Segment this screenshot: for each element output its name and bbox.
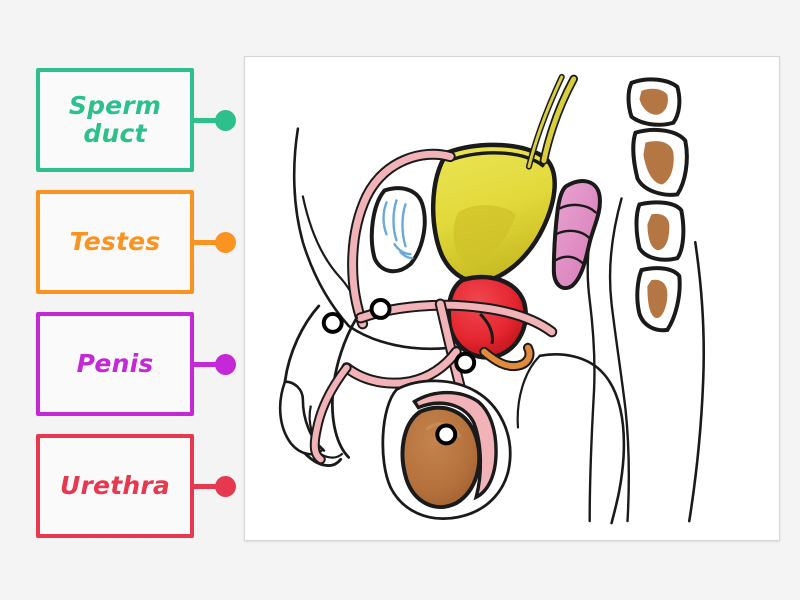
connector-stub: [194, 239, 216, 245]
anatomy-diagram: [278, 73, 706, 525]
ureter-second-lumen: [527, 75, 564, 169]
label-box-outline: [36, 434, 194, 538]
buttock-back-line: [687, 240, 706, 523]
seminal-vesicle-group: [551, 179, 602, 291]
testis: [400, 405, 482, 509]
seminal-vesicle-lobes: [554, 203, 597, 266]
bladder-trigone-shade: [453, 205, 516, 265]
bulbourethral-lumen: [481, 344, 533, 370]
vertebra-2-marrow: [643, 141, 674, 185]
glans: [278, 380, 325, 456]
vertebra-4-marrow: [647, 279, 668, 319]
epididymis: [412, 391, 498, 501]
bladder-rim-line: [448, 151, 545, 168]
prostate-group: [446, 274, 528, 360]
drop-target-sperm-duct[interactable]: [454, 351, 477, 374]
pubic-bone-hatching: [382, 199, 414, 260]
drop-target-markers: [321, 298, 477, 446]
label-card-sperm-duct[interactable]: Sperm duct: [36, 68, 236, 172]
label-text-sperm-duct: Sperm duct: [68, 91, 162, 148]
connector-dot[interactable]: [215, 353, 236, 375]
drop-target-testes[interactable]: [435, 423, 458, 446]
pubic-bone-group: [369, 186, 427, 274]
connector-dot[interactable]: [215, 475, 236, 497]
sacrum-front-line: [608, 197, 631, 523]
label-text-urethra: Urethra: [60, 471, 170, 500]
penis-group: [278, 304, 359, 467]
label-box-outline: [36, 68, 194, 172]
label-card-penis[interactable]: Penis: [36, 312, 236, 416]
connector-testes: [194, 231, 238, 253]
vertebrae-group: [626, 77, 689, 333]
label-text-testes: Testes: [69, 227, 161, 256]
urethra-lumen: [343, 348, 460, 387]
vertebra-3-marrow: [647, 213, 670, 251]
scrotum-group: [381, 379, 512, 520]
vas-deferens-lumen: [349, 150, 454, 328]
connector-stub: [194, 117, 216, 123]
pubic-bone: [369, 186, 427, 274]
ureter-lumen: [541, 76, 577, 164]
drop-target-urethra[interactable]: [369, 298, 392, 320]
prostate: [446, 274, 528, 360]
ureter-group: [525, 73, 578, 170]
connector-penis: [194, 353, 238, 375]
label-box-outline: [36, 312, 194, 416]
label-text-penis: Penis: [76, 349, 154, 378]
vertebra-1-marrow: [639, 88, 668, 115]
drop-target-penis[interactable]: [321, 311, 344, 334]
label-card-testes[interactable]: Testes: [36, 190, 236, 294]
connector-urethra: [194, 475, 238, 497]
connector-dot[interactable]: [215, 109, 236, 131]
connector-sperm-duct: [194, 109, 238, 131]
penile-urethra-lumen: [311, 364, 350, 463]
prostate-notch: [479, 312, 494, 345]
connector-stub: [194, 361, 216, 367]
label-box-outline: [36, 190, 194, 294]
label-card-urethra[interactable]: Urethra: [36, 434, 236, 538]
bladder-group: [430, 142, 557, 284]
diagram-panel[interactable]: [244, 56, 780, 541]
seminal-vesicle: [551, 179, 602, 291]
scrotum-thigh-junction: [516, 354, 541, 429]
connector-dot[interactable]: [215, 231, 236, 253]
thigh-inner-line: [538, 353, 626, 525]
connector-stub: [194, 483, 216, 489]
abdomen-front-line: [292, 127, 350, 328]
